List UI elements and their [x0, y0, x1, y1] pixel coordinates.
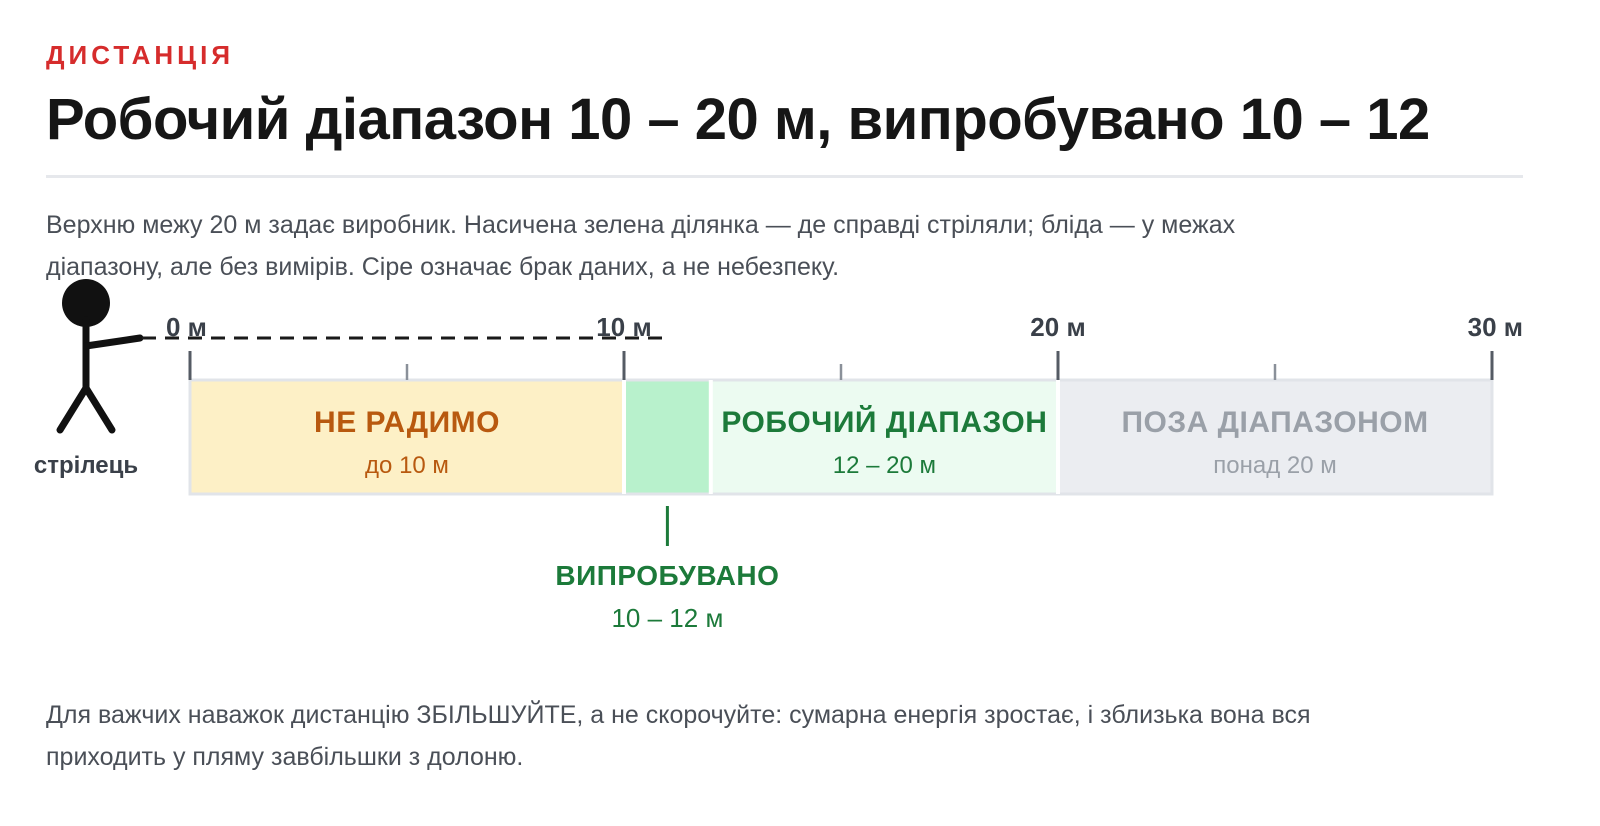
zone-fill [1059, 381, 1491, 493]
zone-subtitle: 12 – 20 м [833, 452, 936, 479]
zone-title: ПОЗА ДІАПАЗОНОМ [1121, 406, 1428, 439]
shooter-leg-left [56, 384, 90, 434]
shooter-leg-right [82, 384, 116, 434]
zone-subtitle: понад 20 м [1213, 452, 1336, 479]
shooter-arm [82, 334, 144, 350]
tested-title: ВИПРОБУВАНО [555, 560, 779, 591]
zone-title: РОБОЧИЙ ДІАПАЗОН [721, 405, 1047, 439]
shooter-head-icon [62, 279, 110, 327]
zone-subtitle: до 10 м [365, 452, 449, 479]
intro-text: Верхню межу 20 м задає виробник. Насичен… [46, 211, 1236, 281]
title-divider [46, 175, 1523, 178]
zone-working-range: РОБОЧИЙ ДІАПАЗОН 12 – 20 м [712, 381, 1057, 493]
section-kicker: ДИСТАНЦІЯ [46, 40, 235, 70]
zone-tested [625, 381, 710, 493]
zone-fill [625, 381, 710, 493]
zone-fill [191, 381, 623, 493]
page-title: Робочий діапазон 10 – 20 м, випробувано … [46, 87, 1430, 152]
distance-diagram: НЕ РАДИМО до 10 м РОБОЧИЙ ДІАПАЗОН 12 – 20 … [34, 279, 1523, 633]
tested-range-label: 10 – 12 м [611, 603, 723, 633]
zone-not-recommended: НЕ РАДИМО до 10 м [191, 381, 623, 493]
zones-layer: НЕ РАДИМО до 10 м РОБОЧИЙ ДІАПАЗОН 12 – 20 … [188, 378, 1494, 496]
footer-note: Для важчих наважок дистанцію ЗБІЛЬШУЙТЕ,… [46, 701, 1311, 771]
zone-fill [712, 381, 1057, 493]
tick-label: 30 м [1468, 312, 1523, 342]
tested-marker: ВИПРОБУВАНО 10 – 12 м [555, 506, 779, 633]
shooter-figure: стрілець [34, 279, 144, 479]
tick-label: 20 м [1030, 312, 1085, 342]
zone-out-of-range: ПОЗА ДІАПАЗОНОМ понад 20 м [1059, 381, 1491, 493]
shooter-label: стрілець [34, 452, 138, 479]
zone-title: НЕ РАДИМО [314, 406, 500, 439]
